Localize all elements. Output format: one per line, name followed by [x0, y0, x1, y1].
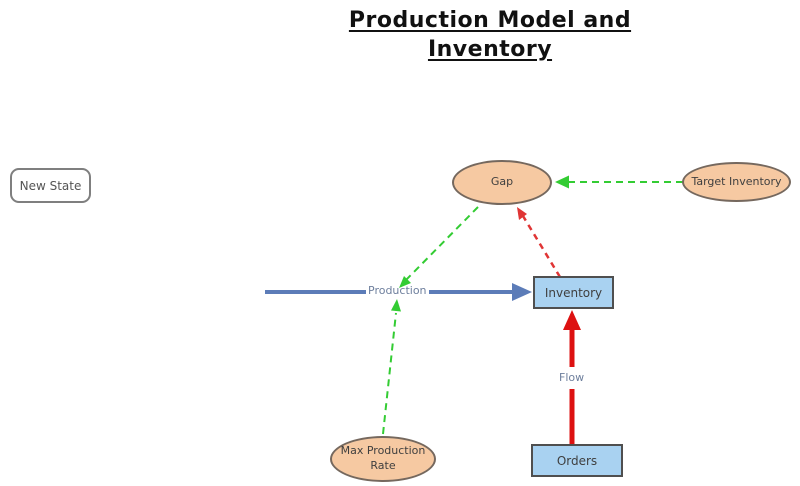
node-orders[interactable]: Orders	[531, 444, 623, 477]
production-edge-label[interactable]: Production	[364, 283, 431, 298]
node-target-inventory-label: Target Inventory	[691, 174, 782, 188]
flow-edge-label[interactable]: Flow	[555, 370, 589, 385]
diagram-title-line1: Production Model and	[348, 8, 632, 33]
node-max-production-rate[interactable]: Max Production Rate	[330, 436, 436, 482]
node-target-inventory[interactable]: Target Inventory	[682, 162, 791, 202]
diagram-title: Production Model and Inventory	[340, 6, 640, 64]
production-flow-arrow[interactable]	[265, 283, 532, 301]
new-state-button[interactable]: New State	[10, 168, 91, 203]
node-inventory-label: Inventory	[544, 285, 603, 300]
arrow-head	[399, 276, 411, 288]
node-orders-label: Orders	[556, 453, 598, 468]
arrow-head	[391, 299, 401, 312]
arrow-head	[512, 283, 532, 301]
dashed-line	[521, 215, 562, 278]
inventory-to-gap-dependency[interactable]	[517, 207, 562, 278]
arrow-head	[563, 310, 581, 330]
node-gap[interactable]: Gap	[452, 160, 552, 205]
dashed-line	[382, 312, 397, 435]
max-production-rate-to-production-dependency[interactable]	[382, 299, 401, 435]
diagram-title-line2: Inventory	[427, 37, 553, 62]
dashed-line	[404, 206, 479, 282]
node-gap-label: Gap	[490, 175, 514, 189]
arrow-head	[555, 175, 569, 189]
gap-to-production-dependency[interactable]	[399, 206, 479, 288]
node-max-production-rate-label: Max Production Rate	[340, 444, 426, 472]
orders-flow-arrow[interactable]	[563, 310, 581, 444]
arrow-head	[517, 207, 527, 220]
target-inventory-to-gap-dependency[interactable]	[555, 175, 683, 189]
node-inventory[interactable]: Inventory	[533, 276, 614, 309]
